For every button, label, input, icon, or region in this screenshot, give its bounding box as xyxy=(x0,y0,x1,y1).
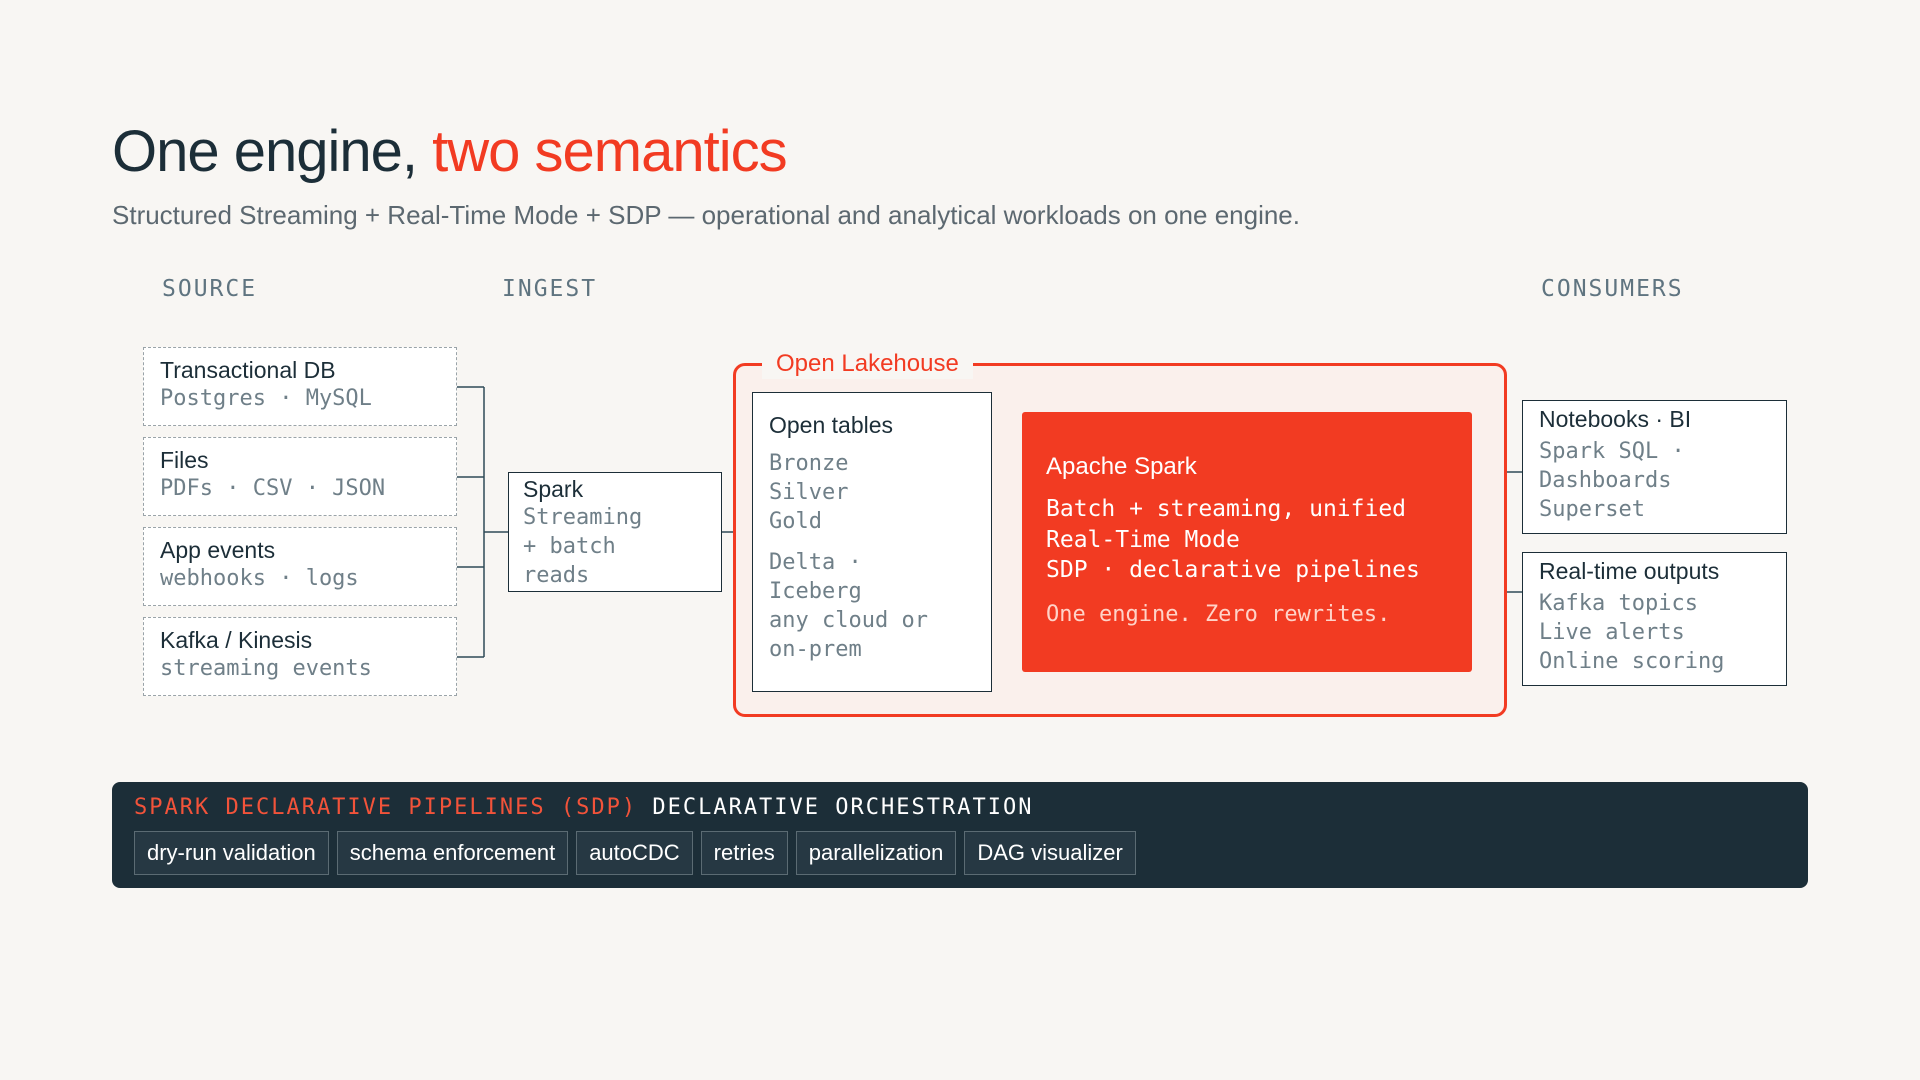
sdp-chips: dry-run validation schema enforcement au… xyxy=(134,831,1786,875)
sdp-chip-parallelization: parallelization xyxy=(795,831,957,875)
consumer-line: Online scoring xyxy=(1539,649,1725,674)
source-title: App events xyxy=(160,537,276,563)
apache-spark-box: Apache Spark Batch + streaming, unified … xyxy=(1022,412,1472,672)
open-tables-box: Open tables Bronze Silver Gold Delta · I… xyxy=(752,392,992,692)
sdp-heading: SPARK DECLARATIVE PIPELINES (SDP) DECLAR… xyxy=(134,794,1786,822)
sdp-heading-rest: DECLARATIVE ORCHESTRATION xyxy=(652,795,1034,820)
table-format: any cloud or xyxy=(769,608,928,633)
source-sub: webhooks · logs xyxy=(160,566,359,591)
ingest-line: + batch xyxy=(523,534,616,559)
consumer-line: Kafka topics xyxy=(1539,591,1698,616)
open-tables-title: Open tables xyxy=(769,412,894,438)
table-layer: Silver xyxy=(769,480,849,505)
page-title-main: One engine, xyxy=(112,119,433,184)
source-sub: Postgres · MySQL xyxy=(160,386,372,411)
sdp-chip-dry-run: dry-run validation xyxy=(134,831,329,875)
source-sub: PDFs · CSV · JSON xyxy=(160,476,386,501)
source-files: Files PDFs · CSV · JSON xyxy=(143,437,457,516)
open-lakehouse-label: Open Lakehouse xyxy=(762,349,973,379)
consumer-line: Live alerts xyxy=(1539,620,1685,645)
source-kafka-kinesis: Kafka / Kinesis streaming events xyxy=(143,617,457,696)
page-subtitle: Structured Streaming + Real-Time Mode + … xyxy=(112,200,1300,230)
source-app-events: App events webhooks · logs xyxy=(143,527,457,606)
sdp-chip-schema: schema enforcement xyxy=(336,831,569,875)
apache-spark-line: Batch + streaming, unified xyxy=(1046,496,1407,522)
table-layer: Bronze xyxy=(769,451,849,476)
ingest-line: Streaming xyxy=(523,505,643,530)
table-format: on-prem xyxy=(769,637,862,662)
consumer-title: Real-time outputs xyxy=(1539,558,1720,584)
apache-spark-title: Apache Spark xyxy=(1046,453,1197,480)
sdp-chip-autocdc: autoCDC xyxy=(576,831,693,875)
source-sub: streaming events xyxy=(160,656,372,681)
spacer xyxy=(769,536,975,548)
page-title-accent: two semantics xyxy=(432,119,787,184)
ingest-line: reads xyxy=(523,563,590,588)
table-layer: Gold xyxy=(769,509,822,534)
ingest-title: Spark xyxy=(523,476,584,502)
source-title: Kafka / Kinesis xyxy=(160,627,313,653)
table-format: Iceberg xyxy=(769,579,862,604)
table-format: Delta · xyxy=(769,550,862,575)
consumer-line: Spark SQL · xyxy=(1539,439,1685,464)
apache-spark-tagline: One engine. Zero rewrites. xyxy=(1046,601,1391,627)
sdp-heading-accent: SPARK DECLARATIVE PIPELINES (SDP) xyxy=(134,795,638,820)
sdp-chip-dag-visualizer: DAG visualizer xyxy=(964,831,1136,875)
consumer-notebooks-bi: Notebooks · BI Spark SQL · Dashboards Su… xyxy=(1522,400,1787,534)
column-label-ingest: INGEST xyxy=(502,276,598,302)
source-title: Files xyxy=(160,447,209,473)
consumer-title: Notebooks · BI xyxy=(1539,406,1692,432)
apache-spark-line: Real-Time Mode xyxy=(1046,526,1240,553)
page-title: One engine, two semantics xyxy=(112,118,788,185)
column-label-consumers: CONSUMERS xyxy=(1541,276,1684,302)
column-label-source: SOURCE xyxy=(162,276,258,302)
consumer-line: Dashboards xyxy=(1539,468,1672,493)
source-transactional-db: Transactional DB Postgres · MySQL xyxy=(143,347,457,426)
sdp-chip-retries: retries xyxy=(700,831,788,875)
sdp-bar: SPARK DECLARATIVE PIPELINES (SDP) DECLAR… xyxy=(112,782,1808,888)
consumer-realtime-outputs: Real-time outputs Kafka topics Live aler… xyxy=(1522,552,1787,686)
apache-spark-line: SDP · declarative pipelines xyxy=(1046,557,1420,583)
consumer-line: Superset xyxy=(1539,497,1645,522)
ingest-spark-box: Spark Streaming + batch reads xyxy=(508,472,722,592)
source-title: Transactional DB xyxy=(160,357,336,383)
